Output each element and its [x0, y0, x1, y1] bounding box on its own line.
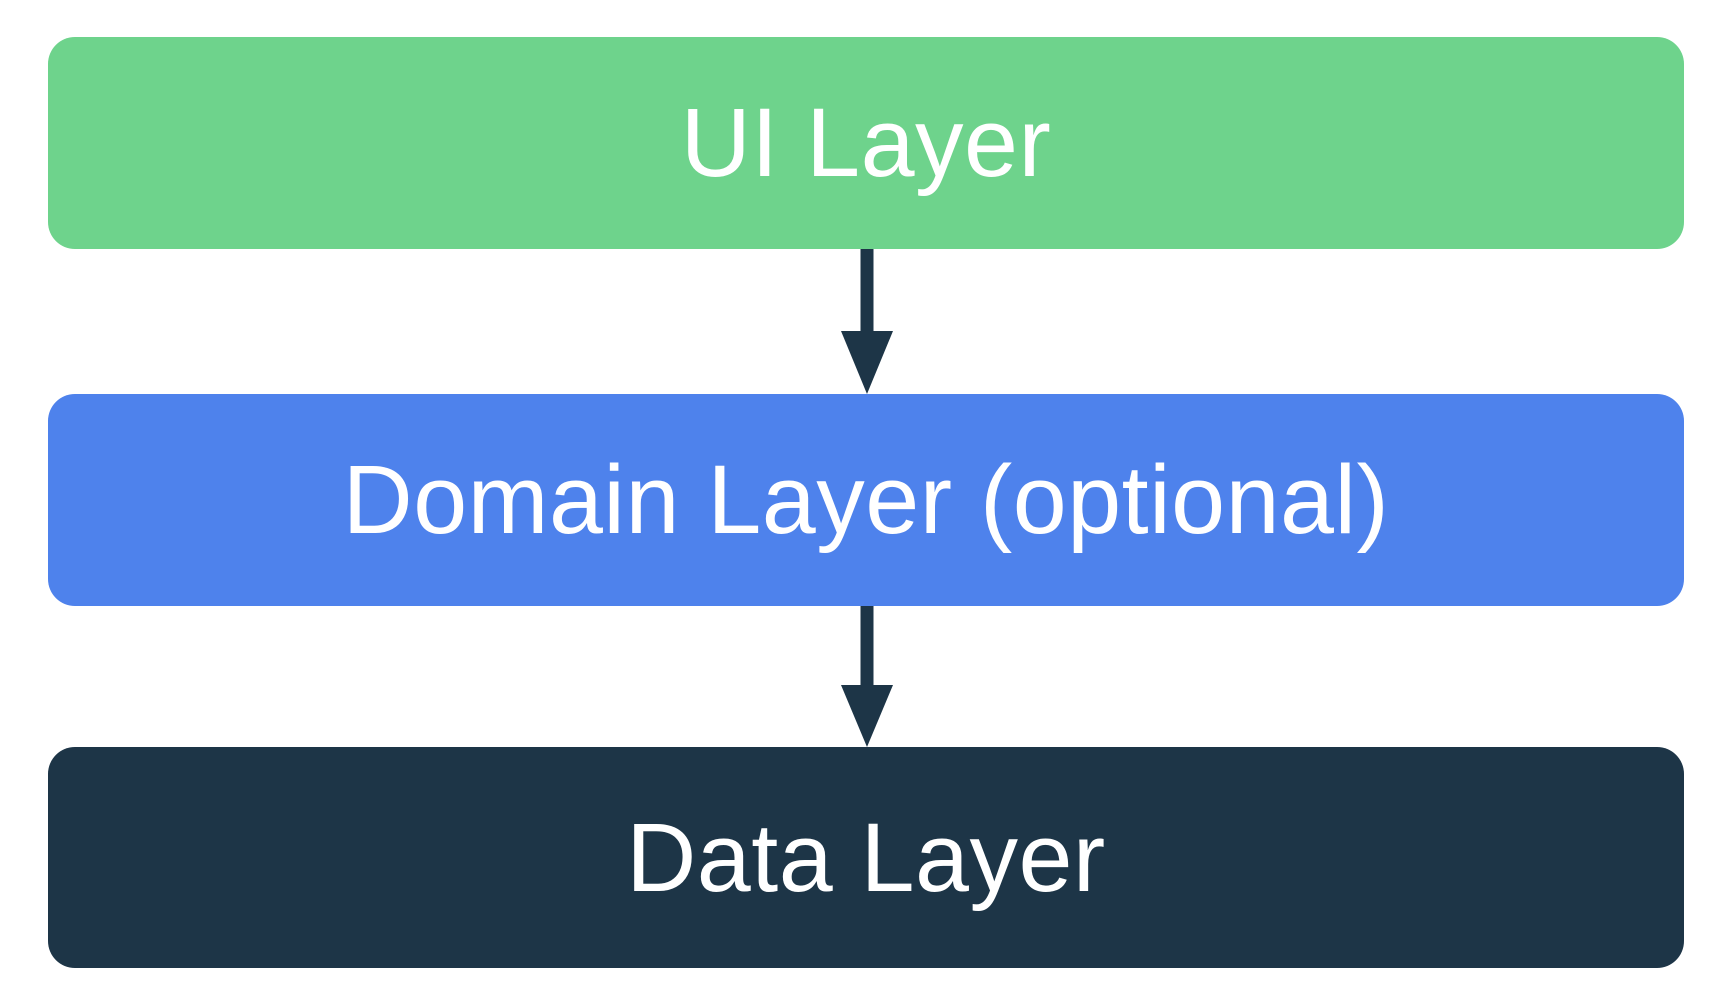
arrow-down-icon [841, 249, 893, 394]
arrow-down-icon [841, 606, 893, 747]
domain-layer-label: Domain Layer (optional) [342, 445, 1390, 554]
data-layer-label: Data Layer [626, 802, 1106, 912]
ui-layer-label: UI Layer [680, 88, 1052, 197]
ui-layer-box: UI Layer [48, 37, 1684, 249]
domain-layer-box: Domain Layer (optional) [48, 394, 1684, 606]
data-layer-box: Data Layer [48, 747, 1684, 968]
